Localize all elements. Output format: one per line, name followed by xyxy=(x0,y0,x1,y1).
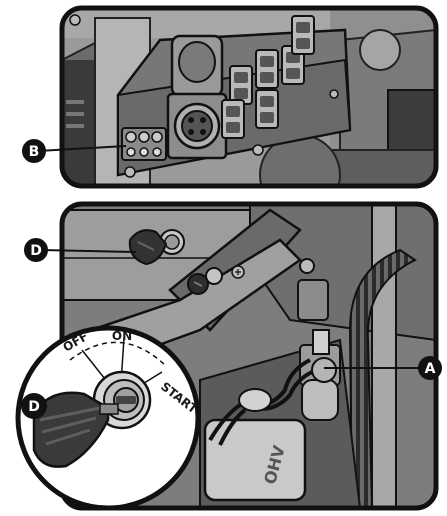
callout-a-label: A xyxy=(425,361,436,377)
callout-b-label: B xyxy=(29,144,40,160)
duplex-outlet-1 xyxy=(230,66,252,104)
key-switch-inset: OFF ON START xyxy=(18,328,201,508)
engine-cover: OHV xyxy=(205,420,305,500)
top-panel xyxy=(62,8,436,215)
duplex-outlet-5 xyxy=(222,100,244,138)
twist-lock-outlet xyxy=(168,36,226,158)
callout-d-inset: D xyxy=(21,393,47,419)
duplex-outlet-2 xyxy=(256,50,278,88)
circuit-breakers xyxy=(122,128,166,160)
callout-d-top-label: D xyxy=(30,243,42,259)
callout-d-inset-label: D xyxy=(28,399,40,415)
duplex-outlet-4 xyxy=(292,16,314,54)
duplex-outlet-6 xyxy=(256,90,278,128)
